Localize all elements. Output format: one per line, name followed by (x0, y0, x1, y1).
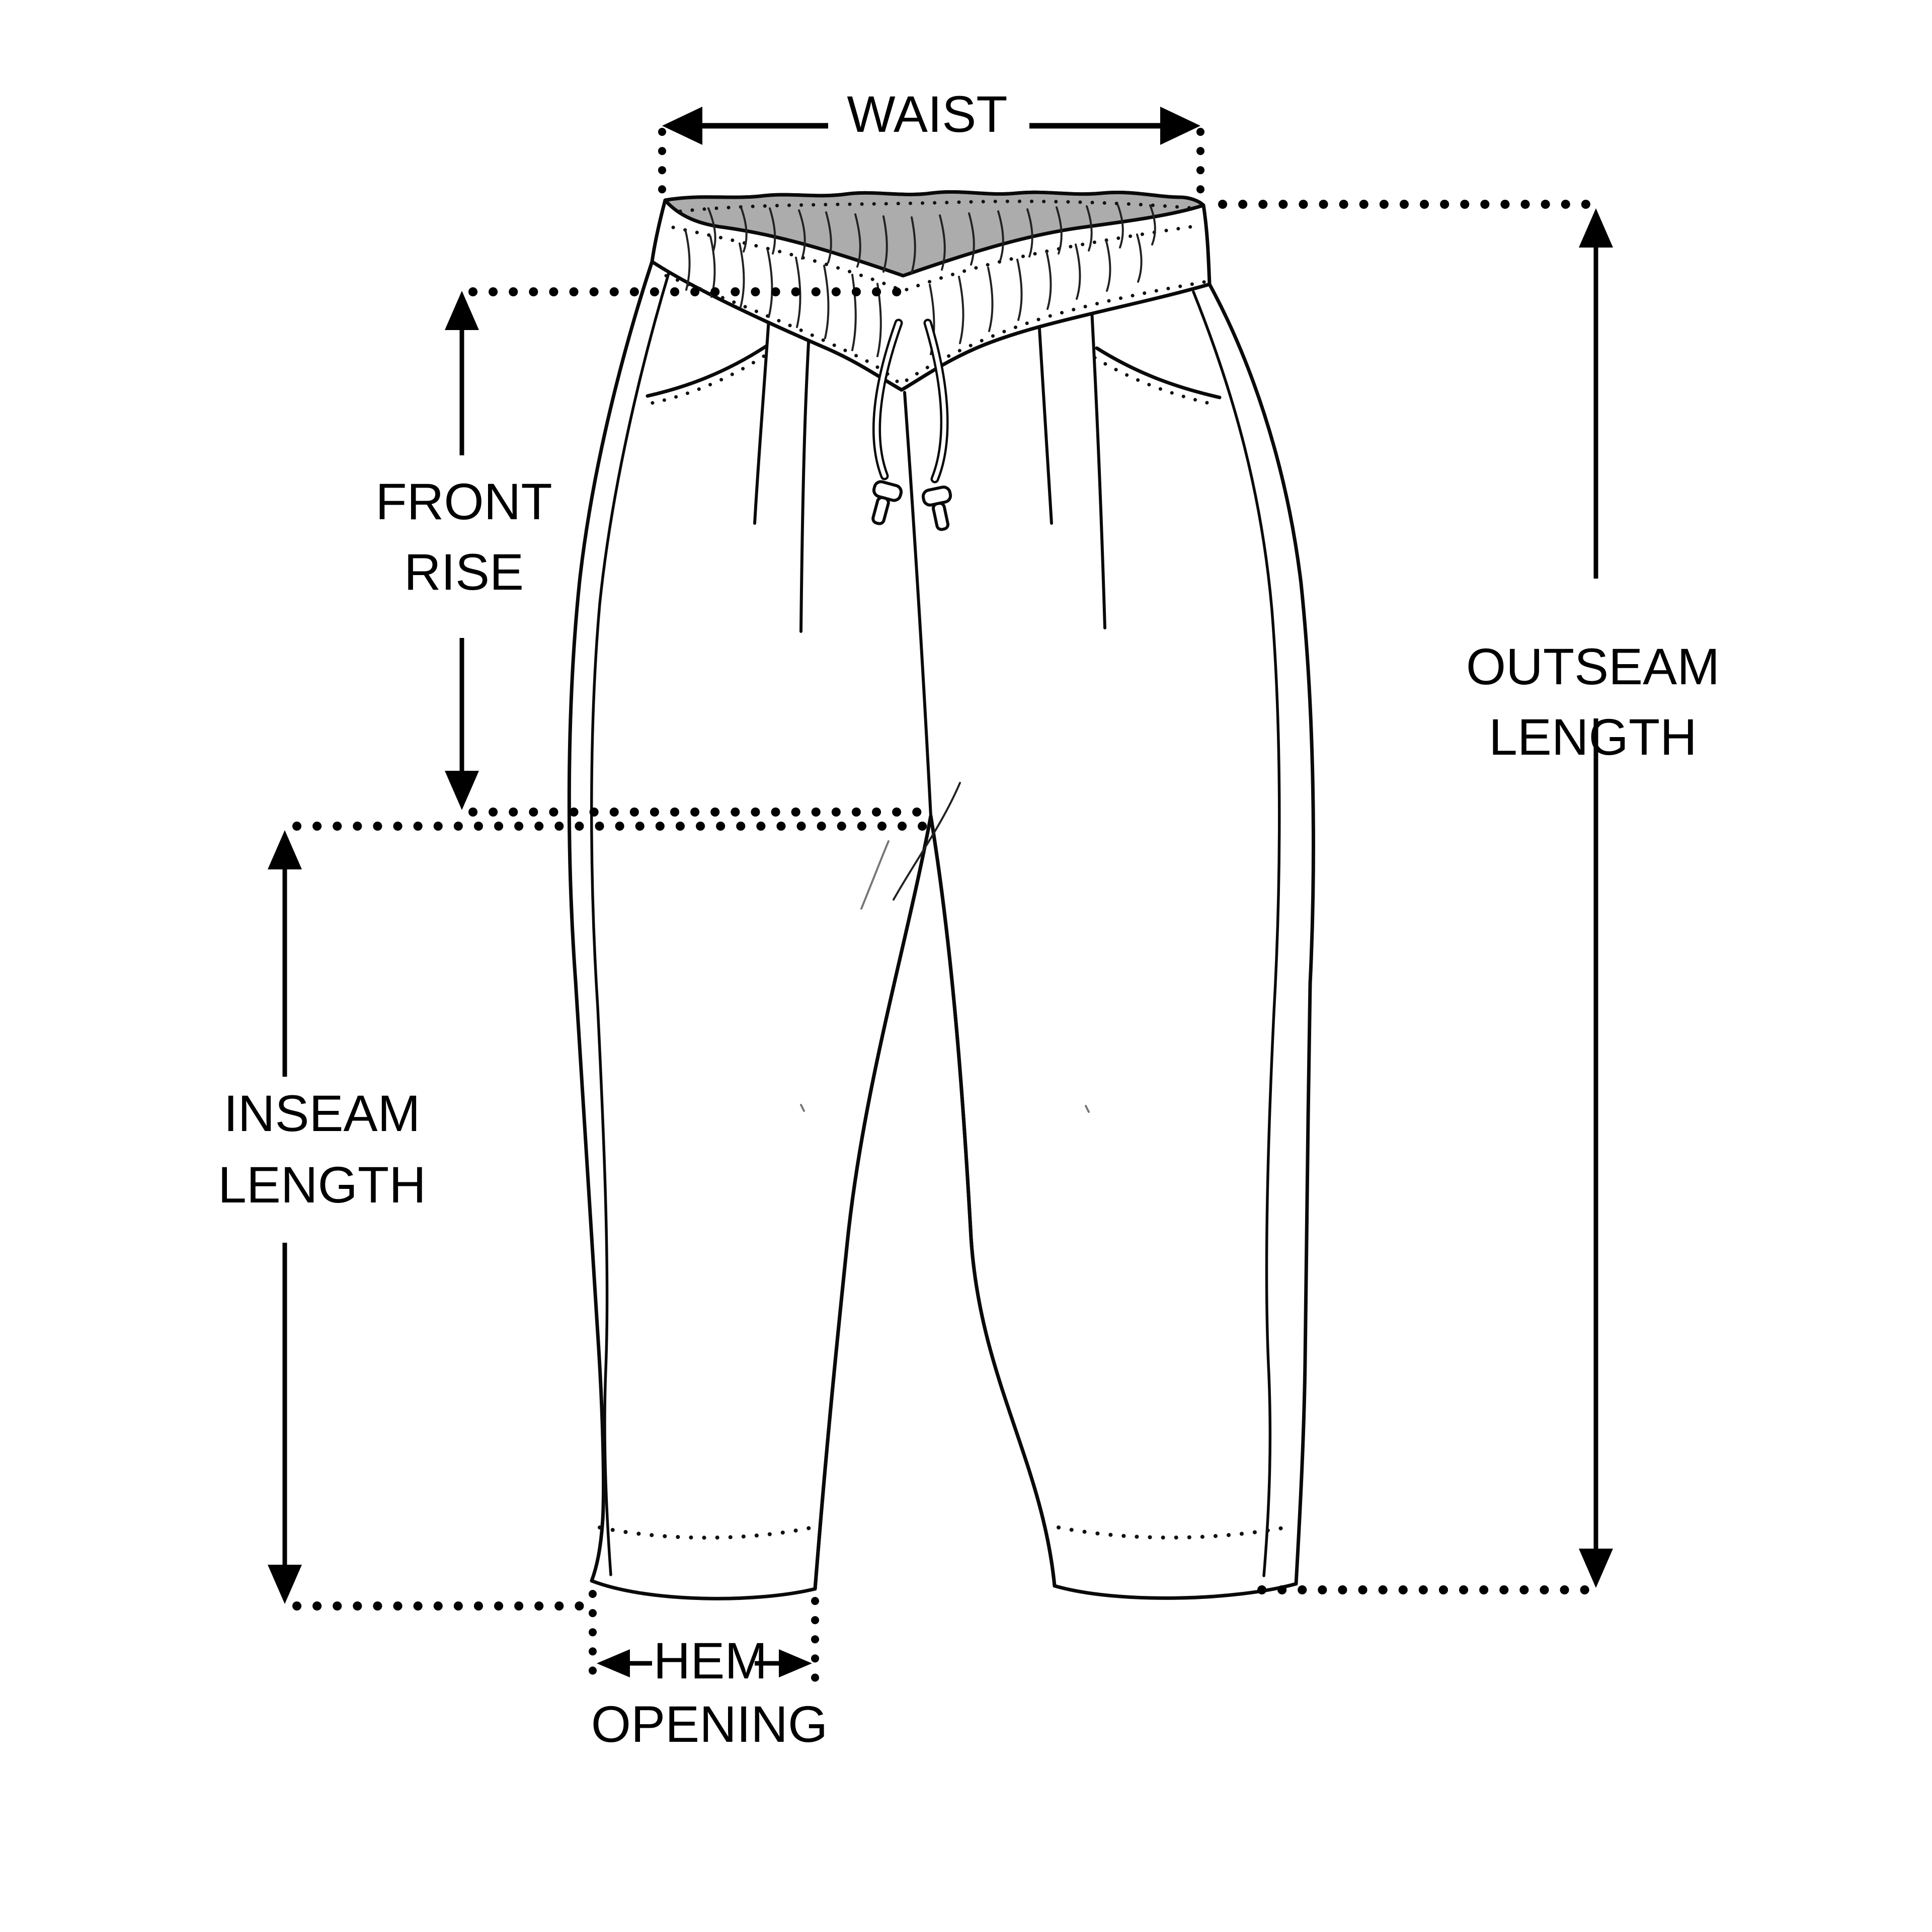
fabric-mark-right (1085, 1105, 1090, 1113)
outseam-arrow-down-head-icon (1579, 1549, 1613, 1588)
jogger-pants-front-flat-sketch-icon (567, 190, 1315, 1600)
inseam-arrow-up-head-icon (268, 830, 302, 869)
pocket-left (646, 344, 768, 398)
waist-arrow-right-head-icon (1160, 107, 1200, 145)
hem-arrow-left-head-icon (597, 1649, 630, 1677)
pleat-lines (753, 288, 1106, 633)
front-rise-label-line2: RISE (404, 543, 524, 601)
fabric-mark-left (800, 1104, 805, 1112)
inseam-label-line1: INSEAM (223, 1085, 420, 1142)
waist-arrow-left-head-icon (662, 107, 702, 145)
front-rise-label-line1: FRONT (375, 473, 552, 530)
hem-stitching-right (1057, 1524, 1293, 1540)
inseam-edges (813, 814, 1057, 1591)
crotch-wrinkle-soft (860, 840, 890, 910)
inseam-arrow-down-head-icon (268, 1565, 302, 1604)
crotch-wrinkle (893, 782, 961, 901)
side-seam-left (590, 270, 671, 1576)
outseam-label-line2: LENGTH (1489, 708, 1697, 766)
pocket-right (1095, 346, 1222, 399)
hem-opening-label-line1: HEM (654, 1632, 768, 1689)
side-seam-right (1192, 290, 1281, 1577)
waist-measurement: WAIST (658, 86, 1204, 204)
center-front-seam (903, 391, 932, 818)
inseam-label-line2: LENGTH (218, 1156, 426, 1214)
hem-arrow-right-head-icon (779, 1649, 812, 1677)
front-rise-arrow-up-head-icon (445, 291, 479, 330)
waistband (650, 190, 1212, 392)
front-rise-arrow-down-head-icon (445, 771, 479, 810)
hem-opening-label-line2: OPENING (591, 1696, 828, 1753)
outseam-label-line1: OUTSEAM (1466, 638, 1720, 695)
hem-opening-measurement: HEM OPENING (589, 1590, 828, 1753)
front-rise-measurement: FRONT RISE (375, 287, 941, 817)
waistband-stitching-bottom (664, 274, 1208, 387)
inseam-measurement: INSEAM LENGTH (218, 822, 935, 1611)
outseam-arrow-up-head-icon (1579, 208, 1613, 248)
waistband-stitching-mid (671, 223, 1202, 293)
waistband-inner-wrinkles (707, 204, 1156, 274)
waistband-band-wrinkles (684, 228, 1143, 357)
pocket-stitching-left (650, 354, 766, 405)
outseam-measurement: OUTSEAM LENGTH (1218, 200, 1720, 1594)
drawstring (871, 318, 952, 531)
waist-label: WAIST (847, 86, 1007, 143)
